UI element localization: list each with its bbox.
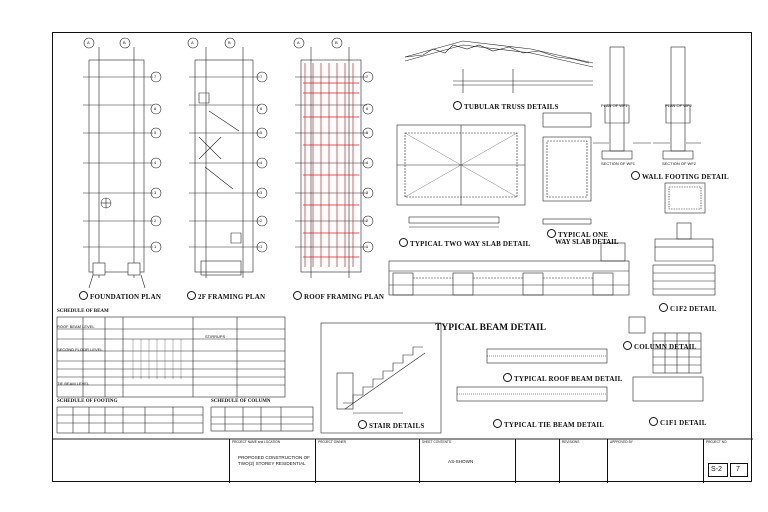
c1f2-title: C1F2 DETAIL (659, 303, 717, 313)
stair-drawing (320, 322, 442, 434)
axis-label: B (123, 40, 126, 45)
two-way-slab-drawing (396, 124, 526, 228)
column-schedule-table (210, 406, 314, 432)
grid-number: 4 (154, 160, 157, 165)
grid-number: 4 (366, 160, 369, 165)
roof-framing-drawing (295, 47, 367, 278)
grid-number: 3 (366, 190, 369, 195)
stirrups-header: STIRRUPS (205, 334, 226, 339)
title-block-contents: SHEET CONTENTS AS-SHOWN (419, 439, 515, 483)
grid-number: 5 (366, 130, 369, 135)
beam-schedule-title: SCHEDULE OF BEAM (57, 309, 109, 314)
sheet-code-box: S-2 (708, 463, 728, 477)
owner-label: PROJECT OWNER (318, 440, 346, 444)
roof-beam-level-label: ROOF BEAM LEVEL (57, 324, 95, 329)
title-block-revisions: REVISIONS (559, 439, 607, 483)
tubular-truss-title: TUBULAR TRUSS DETAILS (453, 101, 559, 111)
project-no-label: PROJECT NO. (706, 440, 728, 444)
tubular-truss-drawing (404, 40, 594, 93)
grid-number: 2 (260, 218, 263, 223)
roof-purlins-red (303, 63, 359, 267)
grid-number: 1 (260, 244, 263, 249)
one-way-slab-title-1: TYPICAL ONE (547, 229, 608, 239)
grid-number: 3 (260, 190, 263, 195)
column-schedule-title: SCHEDULE OF COLUMN (211, 399, 271, 404)
grid-number: 7 (366, 74, 369, 79)
section-wf2-label: SECTION OF WF2 (662, 161, 696, 166)
grid-number: 5 (260, 130, 263, 135)
title-block-approved: APPROVED BY (607, 439, 703, 483)
grid-number: 5 (154, 130, 157, 135)
footing-schedule-title: SCHEDULE OF FOOTING (57, 399, 118, 404)
plan-wf1-label: PLAN OF WF1 (601, 103, 628, 108)
sheet-number-box: 7 (730, 463, 748, 477)
plan-wf2-label: PLAN OF WF2 (665, 103, 692, 108)
grid-number: 1 (366, 244, 369, 249)
grid-number: 6 (366, 106, 369, 111)
project-title-line2: TWO(2) STOREY RESIDENTIAL (238, 461, 306, 466)
revisions-label: REVISIONS (562, 440, 580, 444)
axis-label: B (335, 40, 338, 45)
grid-number: 6 (260, 106, 263, 111)
title-block-owner: PROJECT OWNER (315, 439, 419, 483)
tie-beam-title: TYPICAL TIE BEAM DETAIL (493, 419, 604, 429)
c1f1-title: C1F1 DETAIL (649, 417, 707, 427)
roof-framing-title: ROOF FRAMING PLAN (293, 291, 384, 301)
typical-beam-drawing (388, 242, 630, 296)
sheet-contents-label: SHEET CONTENTS (422, 440, 451, 444)
tie-beam-level-label: TIE BEAM LEVEL (57, 381, 90, 386)
beam-schedule-table (56, 316, 286, 398)
project-label: PROJECT NAME and LOCATION (232, 440, 281, 444)
scale-value: AS-SHOWN (448, 459, 474, 464)
approved-label: APPROVED BY (610, 440, 633, 444)
wall-footing-title: WALL FOOTING DETAIL (631, 171, 729, 181)
title-block-signatures (515, 439, 559, 483)
section-wf1-label: SECTION OF WF1 (601, 161, 635, 166)
grid-number: 2 (154, 218, 157, 223)
axis-bubbles (83, 37, 374, 253)
grid-number: 3 (154, 190, 157, 195)
project-title-line1: PROPOSED CONSTRUCTION OF (238, 455, 310, 460)
grid-number: 6 (154, 106, 157, 111)
roof-beam-title: TYPICAL ROOF BEAM DETAIL (503, 373, 622, 383)
roof-beam-drawing (456, 348, 608, 402)
column-detail-drawing (628, 316, 704, 402)
title-block-project: PROJECT NAME and LOCATION PROPOSED CONST… (229, 439, 315, 483)
foundation-plan-title: FOUNDATION PLAN (79, 291, 161, 301)
wall-footing-drawing (593, 46, 701, 160)
typical-beam-title: TYPICAL BEAM DETAIL (435, 323, 547, 333)
footing-details-drawing (652, 182, 716, 296)
grid-number: 2 (366, 218, 369, 223)
second-floor-level-label: SECOND FLOOR LEVEL (57, 347, 103, 352)
axis-label: A (191, 40, 194, 45)
grid-number: 1 (154, 244, 157, 249)
sheet-code: S-2 (711, 466, 722, 473)
title-block-sheet: PROJECT NO. S-2 7 (703, 439, 753, 483)
column-title: COLUMN DETAIL (623, 341, 697, 351)
stair-title: STAIR DETAILS (358, 420, 424, 430)
grid-number: 4 (260, 160, 263, 165)
footing-schedule-table (56, 406, 204, 434)
drawing-linework (53, 37, 753, 440)
axis-label: A (87, 40, 90, 45)
second-floor-framing-drawing (189, 47, 260, 278)
one-way-slab-drawing (542, 112, 592, 225)
foundation-plan-drawing (83, 47, 153, 289)
sheet-number: 7 (736, 466, 740, 473)
grid-number: 7 (260, 74, 263, 79)
grid-number: 7 (154, 74, 157, 79)
axis-label: A (297, 40, 300, 45)
one-way-slab-title-2: WAY SLAB DETAIL (555, 238, 619, 246)
framing-plan-title: 2F FRAMING PLAN (187, 291, 265, 301)
two-way-slab-title: TYPICAL TWO WAY SLAB DETAIL (399, 238, 530, 248)
axis-label: B (228, 40, 231, 45)
drawing-sheet: A B A B A B 7 6 5 4 3 2 1 7 6 5 4 3 2 1 … (52, 32, 753, 483)
